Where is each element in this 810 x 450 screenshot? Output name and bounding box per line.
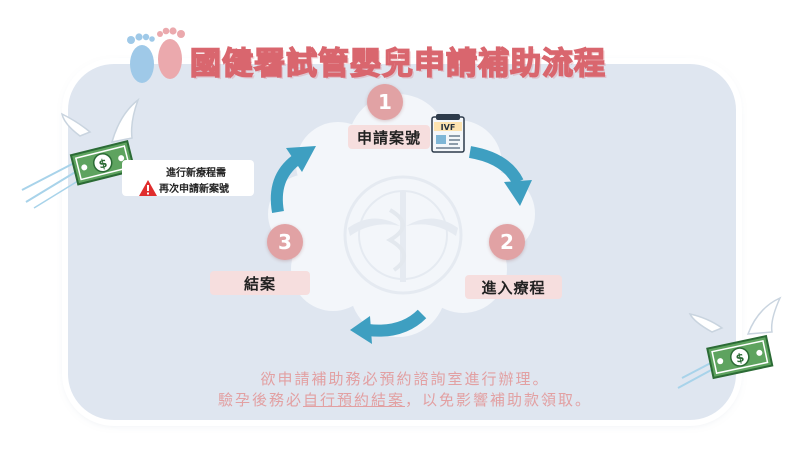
cycle-arrow-1-to-2-icon: [468, 146, 532, 206]
footer-line-2-underlined: 自行預約結案: [302, 391, 405, 409]
winged-money-icon: $: [677, 296, 782, 389]
ivf-badge-text: IVF: [441, 123, 456, 132]
step-1-label: 申請案號: [348, 125, 430, 149]
step-2-label: 進入療程: [465, 275, 562, 299]
footer-line-2-before: 驗孕後務必: [217, 391, 303, 409]
ivf-document-icon: IVF: [431, 114, 465, 153]
cycle-arrow-2-to-3-icon: [350, 309, 427, 344]
note-line-2: 再次申請新案號: [159, 184, 229, 195]
step-1-number: 1: [367, 84, 403, 120]
step-3-label: 結案: [210, 271, 310, 295]
footer-line-1: 欲申請補助務必預約諮詢室進行辦理。: [260, 370, 550, 388]
page-title: 國健署試管嬰兒申請補助流程: [189, 45, 606, 82]
emblem-watermark: [343, 175, 463, 295]
step-2-number: 2: [489, 224, 525, 260]
footer-line-2-after: ，以免影響補助款領取。: [405, 391, 593, 409]
svg-text:$: $: [97, 156, 108, 172]
step-3-number: 3: [267, 224, 303, 260]
svg-text:$: $: [734, 350, 745, 365]
baby-feet-icon: [127, 27, 185, 83]
footer-line-2: 驗孕後務必自行預約結案，以免影響補助款領取。: [0, 389, 810, 410]
warning-icon: [139, 180, 157, 196]
note-line-1: 進行新療程需: [166, 168, 226, 179]
winged-money-icon: $: [21, 97, 140, 209]
cycle-arrow-3-to-1-icon: [270, 146, 316, 214]
